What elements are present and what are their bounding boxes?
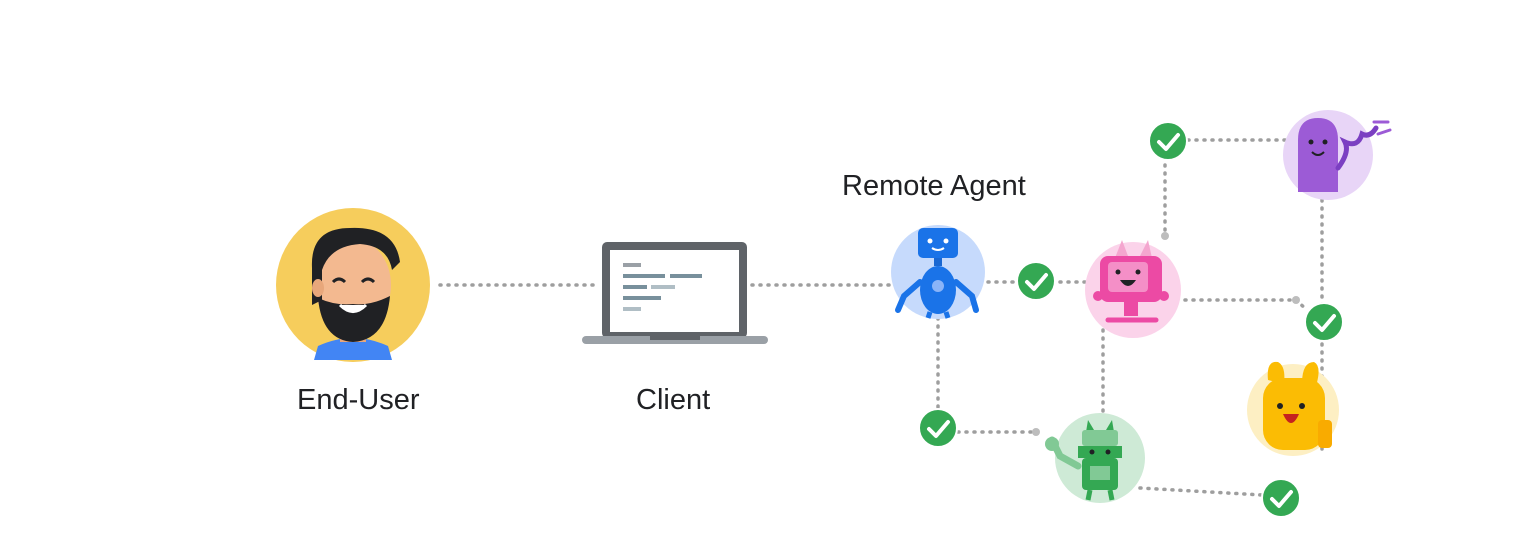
checkmark-icon: [1304, 302, 1344, 342]
checkmark-icon: [1261, 478, 1301, 518]
remote-agent-label: Remote Agent: [842, 170, 1026, 202]
green-robot-icon: [1045, 413, 1145, 503]
connector-junctions: [1032, 232, 1300, 436]
blue-robot-icon: [891, 225, 985, 319]
pink-robot-icon: [1085, 240, 1181, 338]
client-label: Client: [636, 384, 711, 416]
yellow-bunny-icon: [1247, 361, 1339, 456]
checkmark-icon: [1016, 261, 1056, 301]
checkmark-icon: [1148, 121, 1188, 161]
purple-ghost-icon: [1283, 110, 1392, 200]
user-avatar-icon: [276, 208, 430, 362]
end-user-label: End-User: [297, 384, 420, 416]
laptop-icon: [582, 242, 768, 344]
checkmark-icon: [918, 408, 958, 448]
